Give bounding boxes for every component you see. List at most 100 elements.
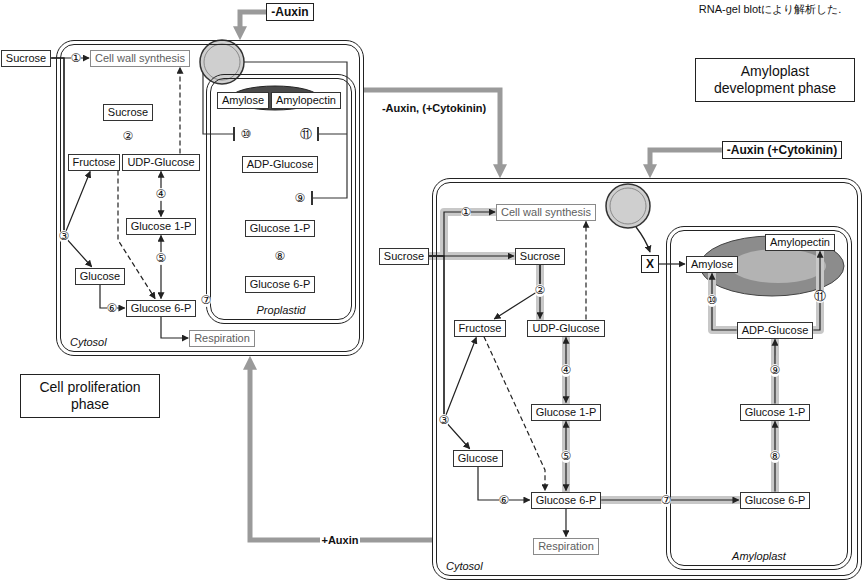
reaction-arrow: [429, 256, 476, 420]
inhibition-bar: [234, 127, 318, 205]
node-text: UDP-Glucose: [532, 322, 599, 334]
reaction-arrow: [429, 256, 470, 449]
node-text: Sucrose: [384, 250, 424, 262]
metabolite-box: Sucrose: [515, 248, 565, 265]
callout-number: ⑧: [770, 450, 781, 463]
metabolite-box: Sucrose: [103, 104, 153, 121]
compartment-label: Cytosol: [446, 560, 483, 573]
reaction-arrow: [585, 222, 586, 320]
node-text: Glucose: [458, 452, 498, 464]
process-box: Respiration: [189, 330, 255, 347]
pathway-highlight: [562, 422, 570, 491]
factor-box: X: [641, 255, 659, 273]
metabolite-box: Fructose: [454, 320, 507, 337]
callout-number: ⑥: [107, 302, 118, 315]
compartment-label: Cytosol: [70, 336, 107, 349]
reaction-arrow: [659, 263, 685, 264]
metabolite-box: Amylopectin: [271, 92, 341, 109]
node-text: Glucose 1-P: [250, 222, 311, 234]
nucleus: [606, 184, 650, 228]
callout-number: ④: [561, 364, 572, 377]
metabolite-box: Sucrose: [379, 248, 429, 265]
node-text: Respiration: [194, 332, 250, 344]
reaction-arrow: [565, 338, 566, 403]
callout-number: ⑩: [241, 128, 252, 141]
reaction-arrow: [601, 499, 738, 500]
plastid-outline: ProplastidAmyloseAmylopectinADP-GlucoseG…: [206, 74, 356, 324]
signal-box: -Auxin: [266, 3, 313, 21]
starch-granule-core: [730, 249, 826, 283]
nucleus: [200, 40, 244, 84]
note-text: RNA-gel blotにより解析した.: [699, 3, 841, 16]
node-text: Amylose: [691, 258, 733, 270]
node-text: Respiration: [538, 540, 594, 552]
callout-number: ⑧: [275, 250, 286, 263]
node-text: Glucose 1-P: [745, 406, 806, 418]
reaction-arrow: [160, 236, 161, 299]
metabolite-box: UDP-Glucose: [122, 154, 199, 171]
metabolite-box: Glucose 6-P: [531, 492, 602, 509]
phase-transition-arrow: [240, 12, 266, 29]
callout-number: ⑤: [561, 450, 572, 463]
nuclear-envelope: [610, 188, 646, 224]
callout-number: ⑨: [295, 192, 306, 205]
node-text: -Auxin (+Cytokinin): [727, 143, 837, 157]
pathway-highlight: [712, 274, 737, 331]
node-text: Sucrose: [520, 250, 560, 262]
node-text: Glucose 6-P: [745, 494, 806, 506]
callout-number: ⑤: [156, 252, 167, 265]
edge-label: +Auxin: [320, 534, 361, 547]
reaction-arrow: [774, 340, 775, 404]
node-text: Glucose 6-P: [131, 302, 192, 314]
metabolite-box: Glucose 6-P: [126, 300, 197, 317]
callout-number: ②: [535, 284, 546, 297]
metabolite-box: Glucose 6-P: [245, 276, 316, 293]
callout-number: ⑩: [707, 294, 718, 307]
compartment-label: Amyloplast: [666, 550, 852, 563]
pathway-highlight: [562, 338, 570, 403]
metabolite-box: ADP-Glucose: [242, 156, 319, 173]
phase-box: Amyloplast development phase: [695, 58, 855, 102]
reaction-arrow: [494, 265, 540, 319]
node-text: X: [646, 257, 654, 271]
callout-number: ②: [123, 130, 134, 143]
node-text: Glucose 1-P: [131, 220, 192, 232]
callout-number: ①: [461, 206, 472, 219]
node-text: -Auxin: [271, 5, 308, 19]
node-text: Amylopectin: [770, 236, 830, 248]
metabolite-box: UDP-Glucose: [527, 320, 604, 337]
node-text: Fructose: [73, 156, 116, 168]
reaction-arrow: [565, 509, 566, 537]
callout-number: ③: [439, 414, 450, 427]
edge-label: -Auxin, (+Cytokinin): [380, 102, 488, 115]
reaction-arrow: [813, 252, 820, 331]
plastid-outline: Amyloplast AmylopectinAmyloseADP-GlucoseG…: [666, 226, 852, 570]
node-text: ADP-Glucose: [742, 324, 809, 336]
callout-number: ⑪: [814, 290, 826, 303]
callout-number: ⑦: [201, 294, 212, 307]
metabolite-box: Sucrose: [1, 50, 51, 67]
node-text: Amylose: [222, 94, 264, 106]
cell-outline: CytosolProplastidAmyloseAmylopectinADP-G…: [56, 40, 364, 356]
node-text: UDP-Glucose: [127, 156, 194, 168]
pathway-highlight: [771, 422, 779, 492]
metabolite-box: ADP-Glucose: [737, 322, 814, 339]
metabolite-box: Glucose: [453, 450, 503, 467]
node-text: Amyloplast development phase: [714, 63, 836, 96]
node-text: Cell wall synthesis: [501, 206, 591, 218]
callout-number: ⑨: [770, 364, 781, 377]
signal-box: -Auxin (+Cytokinin): [722, 141, 842, 159]
node-text: Amylopectin: [276, 94, 336, 106]
process-box: Cell wall synthesis: [90, 50, 190, 67]
pathway-highlight: [429, 212, 495, 256]
node-text: Fructose: [459, 322, 502, 334]
process-box: Cell wall synthesis: [496, 204, 596, 221]
callout-number: ⑥: [499, 494, 510, 507]
metabolite-box: Fructose: [68, 154, 121, 171]
pathway-highlight: [601, 496, 738, 504]
metabolite-box: Glucose: [75, 268, 125, 285]
node-text: Cell wall synthesis: [95, 52, 185, 64]
callout-number: ④: [156, 188, 167, 201]
pathway-highlight-group: [429, 212, 820, 500]
node-text: Glucose: [80, 270, 120, 282]
